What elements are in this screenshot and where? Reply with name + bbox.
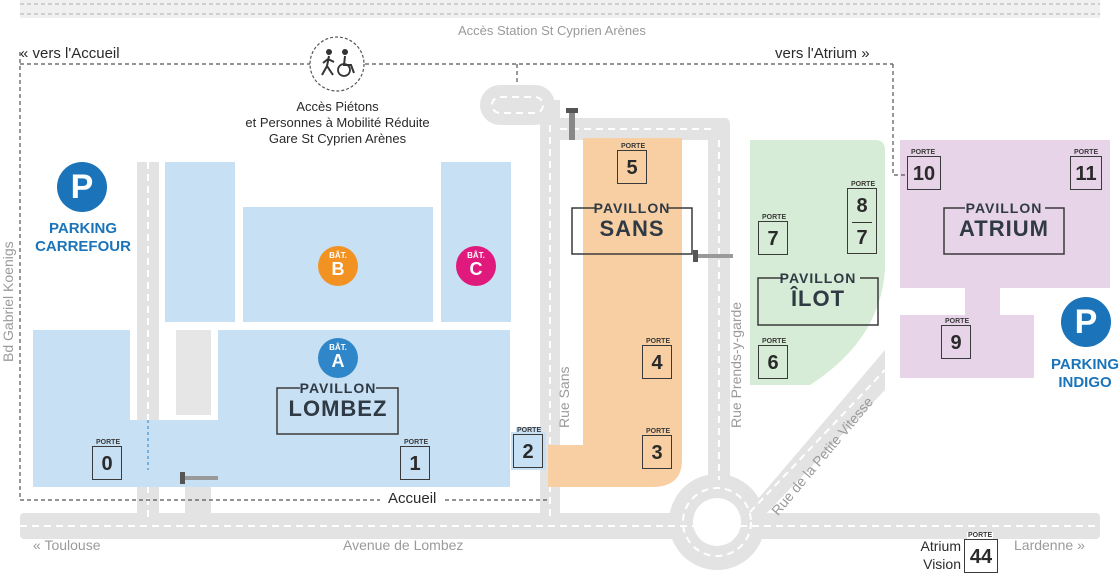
parking-indigo-label: PARKING INDIGO xyxy=(1050,356,1120,391)
street-bd-gabriel: Bd Gabriel Koenigs xyxy=(0,241,16,362)
barriers xyxy=(180,108,733,484)
pavillon-lombez-label: PAVILLON LOMBEZ xyxy=(288,380,388,421)
accueil-label: Accueil xyxy=(388,490,437,507)
pavilion-frames xyxy=(276,207,1065,435)
station-access-label: Accès Station St Cyprien Arènes xyxy=(458,23,646,38)
walking-route xyxy=(19,52,905,501)
street-avenue-lombez: Avenue de Lombez xyxy=(343,537,464,553)
to-toulouse-link[interactable]: « Toulouse xyxy=(33,537,101,553)
pavillon-ilot-label: PAVILLON ÎLOT xyxy=(779,270,857,311)
street-rue-prends: Rue Prends-y-garde xyxy=(728,301,744,428)
pavillon-sans-label: PAVILLON SANS xyxy=(593,200,671,241)
batiment-b-badge[interactable]: BÂT.B xyxy=(318,246,358,286)
pedestrian-accessibility-icon xyxy=(309,36,365,92)
porte-8-7[interactable]: PORTE 8 7 xyxy=(847,181,877,254)
parking-carrefour-label: PARKING CARREFOUR xyxy=(35,220,131,255)
batiment-a-badge[interactable]: BÂT.A xyxy=(318,338,358,378)
sans-building xyxy=(548,138,682,487)
railway xyxy=(20,0,1100,18)
chevron-right-icon: » xyxy=(861,45,870,62)
chevron-left-icon: « xyxy=(20,45,29,62)
parking-indigo-icon[interactable]: P xyxy=(1061,297,1111,347)
to-accueil-link[interactable]: « vers l'Accueil xyxy=(20,45,120,62)
to-atrium-link[interactable]: vers l'Atrium » xyxy=(775,45,870,62)
chevron-left-icon: « xyxy=(33,537,41,553)
batiment-c-badge[interactable]: BÂT.C xyxy=(456,246,496,286)
to-lardenne-link[interactable]: Lardenne » xyxy=(1014,537,1085,553)
lombez-building xyxy=(33,162,546,487)
atrium-vision-label: Atrium Vision xyxy=(920,538,961,572)
pavillon-atrium-label: PAVILLON ATRIUM xyxy=(959,200,1049,241)
lombez-courtyard xyxy=(176,330,211,415)
parking-carrefour-icon[interactable]: P xyxy=(57,162,107,212)
chevron-right-icon: » xyxy=(1077,537,1085,553)
pedestrian-access-text: Accès Piétons et Personnes à Mobilité Ré… xyxy=(245,99,430,146)
roundabout-center xyxy=(693,498,741,546)
street-rue-sans: Rue Sans xyxy=(556,366,572,428)
